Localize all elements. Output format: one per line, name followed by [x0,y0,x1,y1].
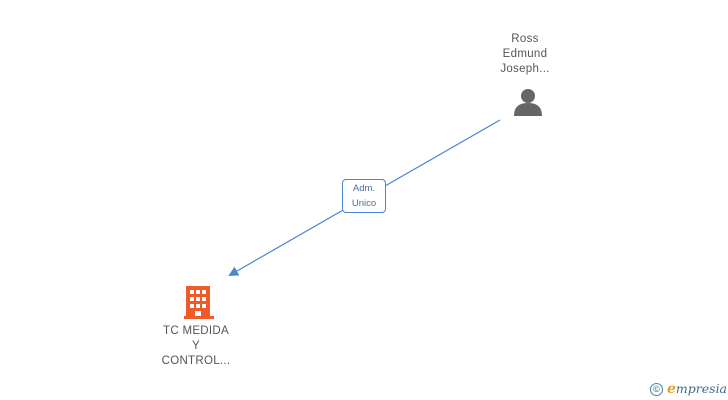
person-node-label[interactable]: Ross Edmund Joseph... [480,32,570,77]
building-icon[interactable] [184,286,214,319]
person-name-line: Ross [511,33,539,45]
person-name-line: Joseph... [500,63,550,75]
brand-watermark: © empresia [650,380,727,398]
person-name-line: Edmund [502,48,548,60]
person-icon[interactable] [514,89,542,116]
copyright-icon: © [650,382,663,396]
edge-role-line: Adm. [352,183,376,194]
edge-role-line: Unico [351,198,377,209]
brand-initial: e [667,381,676,397]
brand-logo: empresia [667,381,727,397]
edge-role-badge[interactable]: Adm. Unico [342,179,386,213]
company-name-line: CONTROL... [161,355,231,367]
brand-rest: mpresia [675,381,728,396]
company-name-line: Y [192,340,200,352]
company-name-line: TC MEDIDA [163,325,229,337]
company-node-label[interactable]: TC MEDIDA Y CONTROL... [146,324,246,369]
